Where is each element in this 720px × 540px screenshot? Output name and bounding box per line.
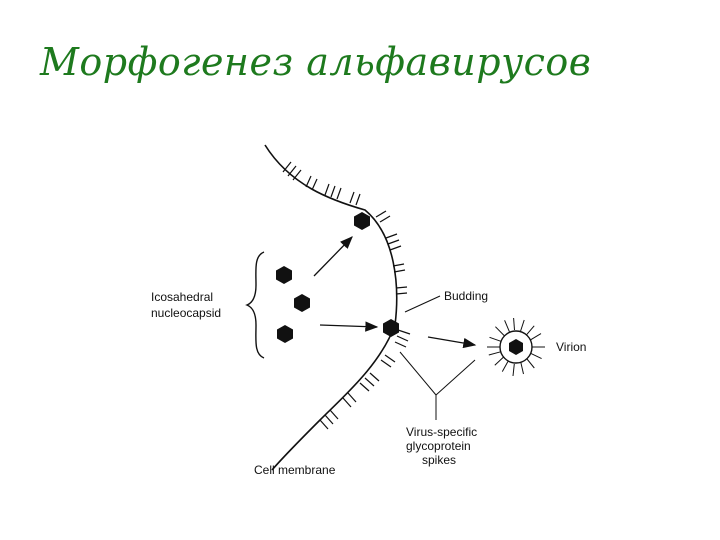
brace [245,251,265,359]
budding-leader-line [404,295,441,313]
label-nucleocapsid: nucleocapsid [151,306,221,320]
arrow-to-virion [427,336,477,349]
label-virion: Virion [556,340,586,354]
slide-title: Морфогенез альфавирусов [40,40,592,84]
arrow-to-membrane-lower [319,321,379,332]
label-spikes-line1: Virus-specific [406,425,477,439]
label-cell-membrane: Cell membrane [254,463,336,477]
membrane-spikes [282,161,411,430]
cell-membrane [264,144,398,471]
spikes-leader-lines [399,351,476,420]
label-spikes-line2: glycoprotein [406,439,471,453]
virion [487,317,545,377]
nucleocapsid-hexagons [276,266,310,343]
label-icosahedral: Icosahedral [151,290,213,304]
budding-nucleocapsids [354,212,399,337]
label-budding: Budding [444,289,488,303]
label-spikes-line3: spikes [422,453,456,467]
arrow-to-membrane-upper [313,236,353,277]
